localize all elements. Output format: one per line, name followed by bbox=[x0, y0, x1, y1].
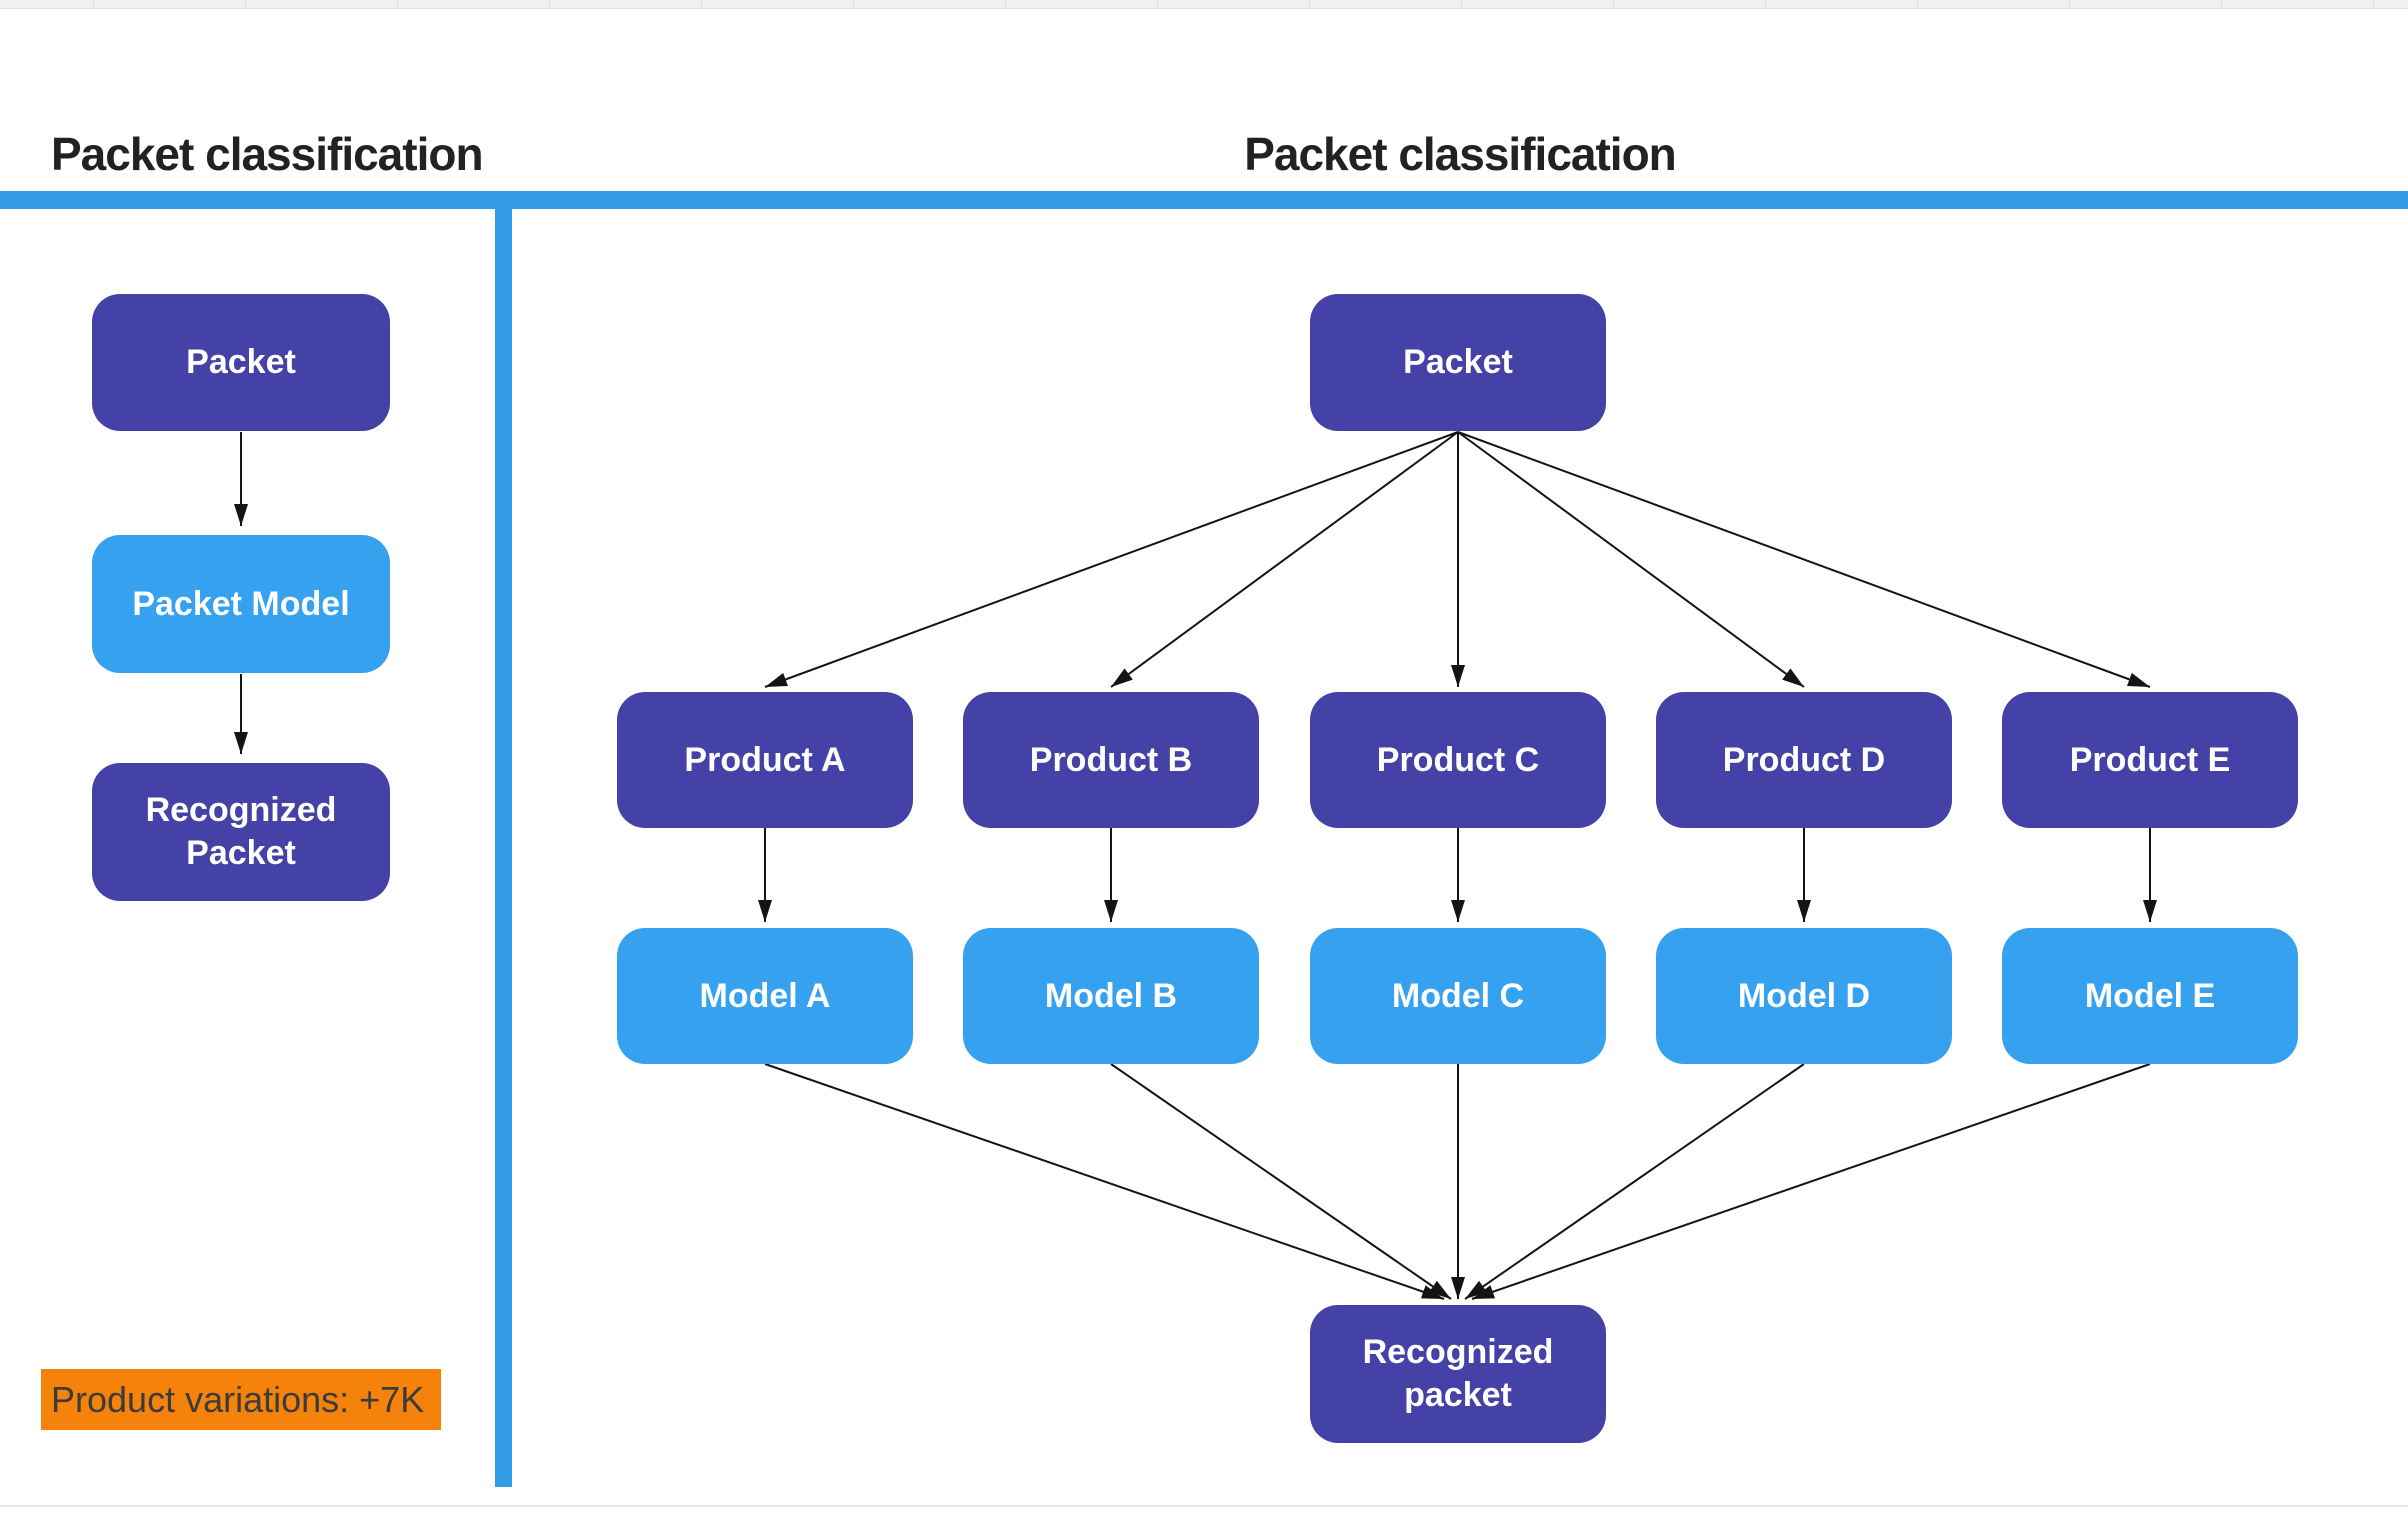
right-panel-title[interactable]: Packet classification bbox=[1244, 128, 1677, 180]
node-model-b[interactable]: Model B bbox=[963, 928, 1259, 1064]
node-packet-right[interactable]: Packet bbox=[1310, 294, 1606, 431]
arrow bbox=[1457, 431, 1805, 688]
node-model-a[interactable]: Model A bbox=[617, 928, 913, 1064]
node-product-c[interactable]: Product C bbox=[1310, 692, 1606, 828]
arrow bbox=[1471, 1063, 2151, 1300]
arrow bbox=[1110, 1063, 1452, 1300]
node-packet-left[interactable]: Packet bbox=[92, 294, 390, 431]
product-variations-note[interactable]: Product variations: +7K bbox=[41, 1369, 441, 1430]
node-product-b[interactable]: Product B bbox=[963, 692, 1259, 828]
node-product-e[interactable]: Product E bbox=[2002, 692, 2298, 828]
node-model-d[interactable]: Model D bbox=[1656, 928, 1952, 1064]
vertical-divider-bar bbox=[495, 191, 512, 1487]
arrow bbox=[1110, 431, 1459, 688]
node-model-c[interactable]: Model C bbox=[1310, 928, 1606, 1064]
arrow bbox=[764, 431, 1459, 688]
arrow bbox=[764, 1063, 1445, 1300]
arrow bbox=[1457, 431, 2151, 688]
node-recognized-packet-right[interactable]: Recognized packet bbox=[1310, 1305, 1606, 1443]
node-product-a[interactable]: Product A bbox=[617, 692, 913, 828]
arrow bbox=[1464, 1063, 1805, 1300]
horizontal-divider-bar bbox=[0, 191, 2408, 209]
ruler-strip bbox=[0, 0, 2408, 9]
canvas-bottom-edge bbox=[0, 1505, 2408, 1507]
left-panel-title[interactable]: Packet classification bbox=[51, 128, 484, 180]
node-product-d[interactable]: Product D bbox=[1656, 692, 1952, 828]
node-model-e[interactable]: Model E bbox=[2002, 928, 2298, 1064]
node-packet-model[interactable]: Packet Model bbox=[92, 535, 390, 673]
node-recognized-packet-left[interactable]: Recognized Packet bbox=[92, 763, 390, 901]
